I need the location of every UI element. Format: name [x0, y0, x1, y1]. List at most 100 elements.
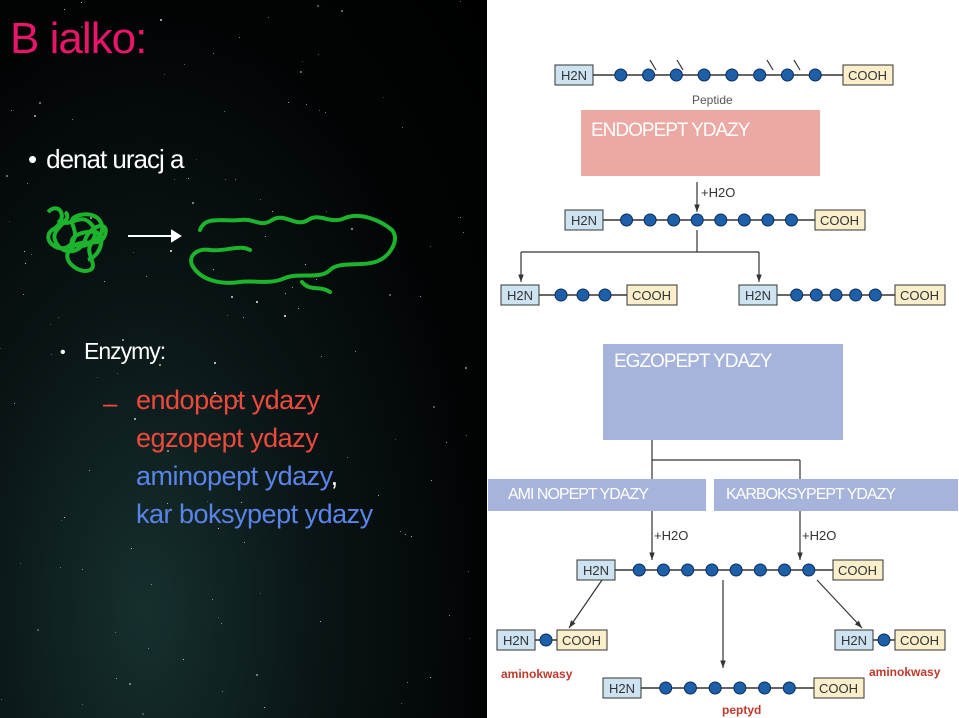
star-dot — [82, 569, 83, 570]
amino-acid-residue — [539, 633, 553, 647]
star-dot — [466, 435, 467, 436]
star-dot — [411, 536, 412, 537]
star-dot — [449, 615, 450, 616]
star-dot — [209, 479, 210, 480]
arrow-head-icon — [756, 274, 762, 282]
cooh-box — [894, 284, 946, 306]
star-dot — [284, 472, 285, 473]
star-dot — [0, 348, 1, 349]
amino-acid-residue — [868, 288, 882, 302]
star-dot — [305, 264, 306, 265]
star-dot — [222, 691, 223, 692]
star-dot — [196, 159, 197, 160]
cooh-box — [813, 677, 865, 699]
arrow-line — [568, 579, 603, 629]
star-dot — [131, 548, 132, 549]
amino-acid-residue — [784, 213, 798, 227]
star-dot — [468, 571, 469, 572]
star-dot — [241, 502, 242, 503]
amino-acid-residue — [877, 633, 891, 647]
enzyme-list-item: egzopept ydazy — [136, 423, 319, 454]
star-dot — [192, 202, 194, 204]
star-dot — [122, 339, 124, 341]
star-dot — [326, 211, 327, 212]
star-dot — [64, 517, 65, 518]
amino-acid-residue — [576, 288, 590, 302]
star-dot — [272, 211, 273, 212]
star-dot — [213, 53, 214, 54]
cooh-label: COOH — [632, 288, 671, 303]
h2n-label: H2N — [745, 288, 771, 303]
star-dot — [23, 294, 24, 295]
arrow-head-icon — [720, 660, 726, 668]
arrow-head-icon — [518, 274, 524, 282]
star-dot — [39, 102, 41, 104]
amino-acid-residue — [733, 681, 747, 695]
bullet-enzymy: •Enzymy: — [60, 338, 166, 365]
connector-line — [649, 59, 657, 71]
aminokwasy-label-left: aminokwasy — [501, 667, 573, 681]
star-dot — [355, 351, 356, 352]
star-dot — [81, 2, 82, 3]
h2n-label: H2N — [561, 68, 587, 83]
star-dot — [318, 54, 319, 55]
enzyme-name: aminopept ydazy — [136, 461, 331, 491]
star-dot — [221, 395, 222, 396]
star-dot — [25, 263, 26, 264]
star-dot — [300, 71, 302, 73]
h2n-label: H2N — [571, 213, 597, 228]
star-dot — [383, 97, 384, 98]
arrow-right-icon — [128, 229, 182, 243]
star-dot — [395, 439, 396, 440]
star-dot — [235, 179, 236, 180]
cooh-box — [626, 284, 678, 306]
connector-line — [793, 59, 801, 71]
water-label: +H2O — [701, 185, 735, 200]
star-dot — [167, 450, 169, 452]
amino-acid-residue — [758, 681, 772, 695]
amino-acid-residue — [681, 563, 695, 577]
star-dot — [81, 26, 83, 28]
star-dot — [256, 674, 258, 676]
arrow-line — [816, 579, 863, 629]
star-dot — [256, 301, 258, 303]
arrow-head-icon — [649, 552, 655, 560]
amino-acid-residue — [667, 213, 681, 227]
star-dot — [213, 269, 214, 270]
cooh-label: COOH — [900, 633, 939, 648]
star-dot — [65, 160, 66, 161]
star-dot — [24, 251, 25, 252]
star-dot — [400, 531, 401, 532]
star-dot — [97, 377, 98, 378]
water-label: +H2O — [654, 528, 688, 543]
star-dot — [146, 276, 147, 277]
amino-acid-residue — [708, 681, 722, 695]
amino-acid-residue — [753, 563, 767, 577]
star-dot — [284, 315, 286, 317]
star-dot — [203, 393, 204, 394]
star-dot — [50, 324, 51, 325]
amino-acid-residue — [714, 213, 728, 227]
bullet-dot-icon: • — [60, 343, 66, 361]
amino-acid-residue — [778, 563, 792, 577]
amino-acid-residue — [643, 213, 657, 227]
amino-acid-residue — [729, 563, 743, 577]
star-dot — [431, 480, 432, 481]
star-dot — [407, 682, 408, 683]
star-dot — [133, 252, 134, 253]
amino-acid-residue — [614, 68, 628, 82]
star-dot — [164, 74, 165, 75]
star-dot — [325, 112, 326, 113]
star-dot — [82, 704, 83, 705]
amino-acid-residue — [790, 288, 804, 302]
star-dot — [317, 5, 319, 7]
arrow-head-icon — [854, 620, 862, 628]
star-dot — [341, 10, 343, 12]
star-dot — [117, 373, 118, 374]
star-dot — [183, 659, 184, 660]
star-dot — [37, 629, 39, 631]
star-dot — [167, 503, 168, 504]
star-dot — [218, 617, 219, 618]
amino-acid-residue — [690, 213, 704, 227]
